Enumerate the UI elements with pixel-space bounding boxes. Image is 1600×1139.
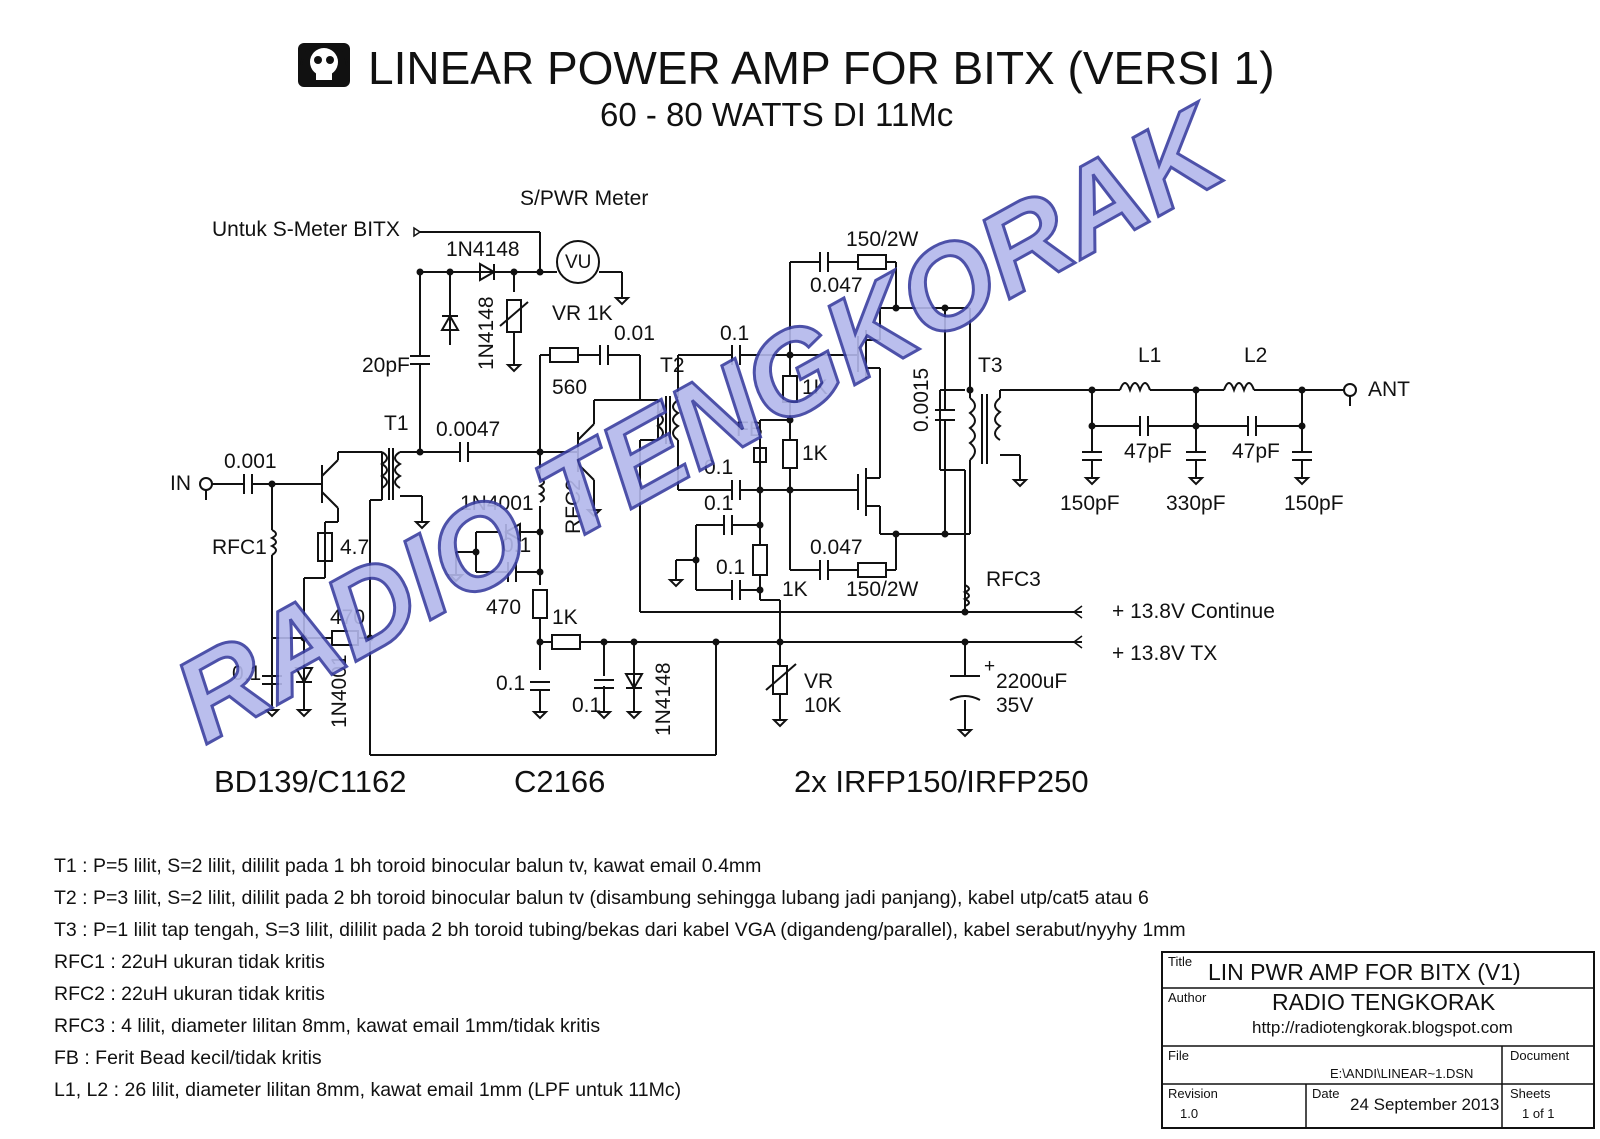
label-l2: L2 [1244,344,1267,367]
label-2200uf: 2200uF [996,670,1067,693]
label-t3: T3 [978,354,1003,377]
label-0-1-f: 0.1 [704,456,733,479]
label-vr: VR [804,670,833,693]
label-1k-b: 1K [802,376,828,399]
label-t2: T2 [660,354,685,377]
date-value: 24 September 2013 [1350,1095,1499,1114]
label-1k-c: 1K [802,442,828,465]
revision-value: 1.0 [1180,1106,1198,1121]
label-20pf: 20pF [362,354,410,377]
label-0-047-a: 0.047 [810,274,863,297]
label-1n4148-b: 1N4148 [475,296,498,370]
author-url: http://radiotengkorak.blogspot.com [1252,1018,1513,1037]
note-line: RFC1 : 22uH ukuran tidak kritis [54,951,325,973]
label-470-b: 470 [486,596,521,619]
label-0-0047: 0.0047 [436,418,500,441]
label-1k-d: 1K [782,578,808,601]
file-label: File [1168,1048,1189,1063]
label-150-2w-a: 150/2W [846,228,919,251]
label-13-8v-continue: + 13.8V Continue [1112,600,1275,623]
title-block: Title LIN PWR AMP FOR BITX (V1) Author R… [1161,951,1595,1129]
svg-text:+: + [984,656,995,677]
label-0-1-g: 0.1 [704,492,733,515]
label-0-1-h: 0.1 [716,556,745,579]
label-0-1-e: 0.1 [720,322,749,345]
label-smeter: Untuk S-Meter BITX [212,218,400,241]
label-q3-part: 2x IRFP150/IRFP250 [794,764,1089,799]
label-1n4001-b: 1N4001 [460,492,534,515]
sheets-value: 1 of 1 [1522,1106,1555,1121]
date-label: Date [1312,1086,1339,1101]
winding-notes: T1 : P=5 lilit, S=2 lilit, dililit pada … [54,855,1186,1101]
label-0-0015: 0.0015 [910,368,933,432]
label-47pf-b: 47pF [1232,440,1280,463]
label-rfc3: RFC3 [986,568,1041,591]
note-line: L1, L2 : 26 lilit, diameter lilitan 8mm,… [54,1079,681,1101]
label-0-047-b: 0.047 [810,536,863,559]
note-line: T2 : P=3 lilit, S=2 lilit, dililit pada … [54,887,1149,909]
label-13-8v-tx: + 13.8V TX [1112,642,1217,665]
label-spwr-meter: S/PWR Meter [520,187,648,210]
note-line: T3 : P=1 lilit tap tengah, S=3 lilit, di… [54,919,1186,941]
label-rfc1: RFC1 [212,536,267,559]
author-label: Author [1168,990,1207,1005]
label-150pf-b: 150pF [1284,492,1344,515]
title-label: Title [1168,954,1192,969]
label-q2-part: C2166 [514,764,605,799]
label-0-1-c: 0.1 [496,672,525,695]
label-l1: L1 [1138,344,1161,367]
revision-label: Revision [1168,1086,1218,1101]
label-47pf-a: 47pF [1124,440,1172,463]
title-value: LIN PWR AMP FOR BITX (V1) [1208,959,1521,985]
label-0-01: 0.01 [614,322,655,345]
label-0-001: 0.001 [224,450,277,473]
label-1n4001-a: 1N4001 [328,654,351,728]
label-ant: ANT [1368,378,1410,401]
label-150-2w-b: 150/2W [846,578,919,601]
note-line: FB : Ferit Bead kecil/tidak kritis [54,1047,322,1069]
label-560: 560 [552,376,587,399]
label-4-7: 4.7 [340,536,369,559]
label-0-1-b: 0.1 [502,534,531,557]
note-line: RFC3 : 4 lilit, diameter lilitan 8mm, ka… [54,1015,600,1037]
label-t1: T1 [384,412,409,435]
label-1n4148-c: 1N4148 [652,662,675,736]
label-q1-part: BD139/C1162 [214,764,406,799]
note-line: RFC2 : 22uH ukuran tidak kritis [54,983,325,1005]
label-1k-a: 1K [552,606,578,629]
page-title: LINEAR POWER AMP FOR BITX (VERSI 1) [368,42,1275,94]
components: + [199,226,1357,738]
label-vu: VU [565,252,591,273]
document-label: Document [1510,1048,1570,1063]
label-rfc2: RFC2 [562,479,585,534]
skull-logo-icon [298,43,350,87]
label-470-a: 470 [330,606,365,629]
label-1n4148-a: 1N4148 [446,238,520,261]
component-labels: S/PWR Meter Untuk S-Meter BITX VU 1N4148… [170,187,1410,799]
label-0-1-d: 0.1 [572,694,601,717]
label-10k: 10K [804,694,841,717]
watermark-text: RADIO TENGKORAK [154,80,1251,768]
label-vr1k: VR 1K [552,302,613,325]
note-line: T1 : P=5 lilit, S=2 lilit, dililit pada … [54,855,761,877]
label-150pf-a: 150pF [1060,492,1120,515]
label-330pf: 330pF [1166,492,1226,515]
label-in: IN [170,472,191,495]
author-value: RADIO TENGKORAK [1272,989,1496,1015]
label-fb: FB [736,418,763,441]
wiring [212,231,1344,756]
file-value: E:\ANDI\LINEAR~1.DSN [1330,1066,1473,1081]
label-35v: 35V [996,694,1033,717]
label-0-1-a: 0.1 [232,662,261,685]
page-subtitle: 60 - 80 WATTS DI 11Mc [600,96,953,133]
sheets-label: Sheets [1510,1086,1551,1101]
